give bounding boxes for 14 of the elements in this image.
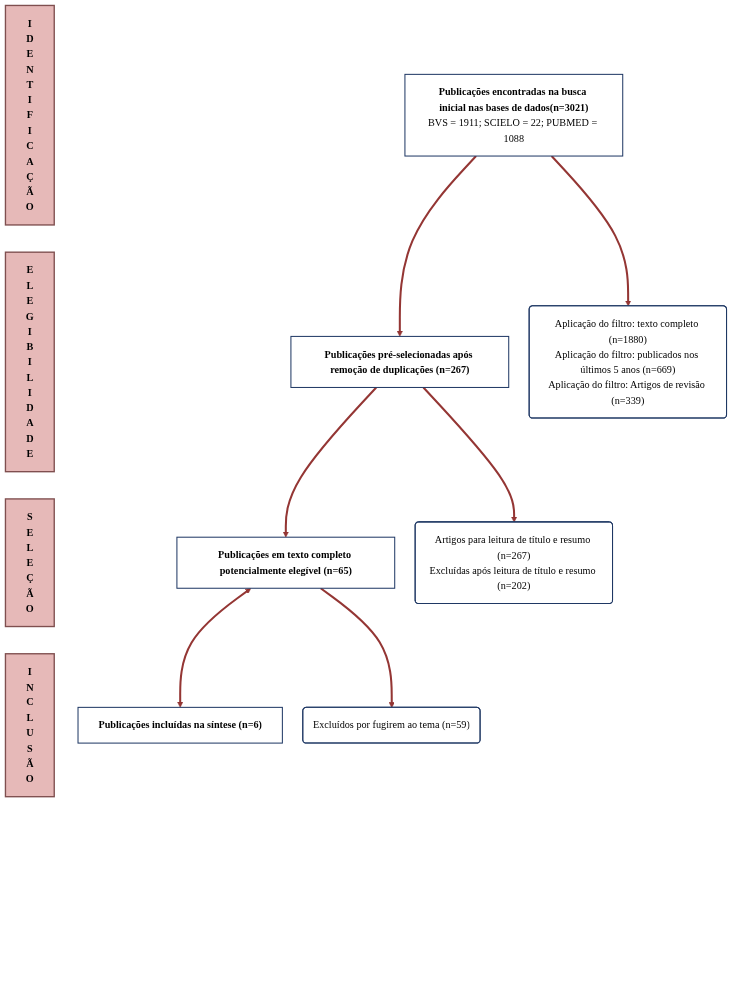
arrow [422, 386, 518, 523]
node-box: IDENTIFICAÇÃO [4, 4, 55, 226]
node-box: Publicações incluídas na síntese (n=6) [77, 706, 283, 744]
arrow [282, 386, 377, 538]
arrow [396, 155, 477, 337]
arrow [320, 587, 395, 708]
node-box: SELEÇÃO [4, 498, 55, 628]
arrow [550, 155, 632, 307]
node-box: Publicações encontradas na busca inicial nas bases de dados(n=3021) BVS = 1911; SCIELO = 22; PUBMED = 1088 [404, 73, 624, 157]
node-box: INCLUSÃO [4, 653, 55, 798]
node-box: Publicações em texto completo potencialmente elegível (n=65) [176, 536, 396, 589]
node-box: ELEGIBILIDADE [4, 251, 55, 473]
node-box: Publicações pré-selecionadas após remoção de duplicações (n=267) [290, 335, 510, 388]
arrow [177, 588, 252, 708]
